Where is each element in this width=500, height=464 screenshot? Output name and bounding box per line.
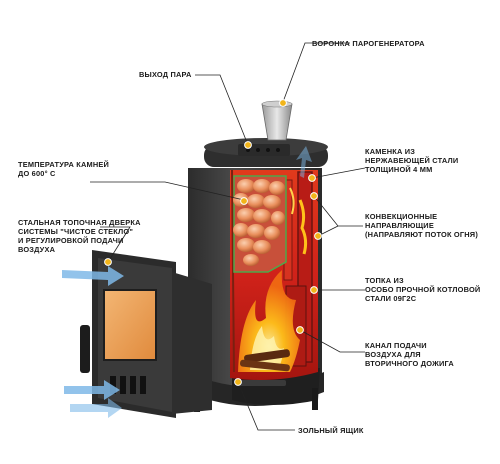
label-line: КАМЕНКА ИЗ: [365, 147, 416, 156]
label-line: ВЫХОД ПАРА: [139, 70, 192, 79]
marker-firebox: [310, 286, 318, 294]
label-line: ТОПКА ИЗ: [365, 276, 404, 285]
marker-convection-2: [314, 232, 322, 240]
marker-heater-box: [308, 174, 316, 182]
marker-stone-temp: [240, 197, 248, 205]
label-line: (НАПРАВЛЯЮТ ПОТОК ОГНЯ): [365, 230, 478, 239]
label-line: СТАЛИ 09Г2С: [365, 294, 417, 303]
label-line: НАПРАВЛЯЮЩИЕ: [365, 221, 434, 230]
label-line: ВОЗДУХА ДЛЯ: [365, 350, 421, 359]
label-line: ОСОБО ПРОЧНОЙ КОТЛОВОЙ: [365, 285, 481, 294]
label-line: ТОЛЩИНОЙ 4 ММ: [365, 165, 433, 174]
marker-steam-funnel: [279, 99, 287, 107]
label-line: ВОРОНКА ПАРОГЕНЕРАТОРА: [312, 39, 425, 48]
label-line: ВТОРИЧНОГО ДОЖИГА: [365, 359, 454, 368]
label-line: ТЕМПЕРАТУРА КАМНЕЙ: [18, 160, 110, 169]
label-line: КОНВЕКЦИОННЫЕ: [365, 212, 438, 221]
stones: [233, 179, 285, 266]
label-ash-box: ЗОЛЬНЫЙ ЯЩИК: [298, 426, 364, 435]
marker-steel-door: [104, 258, 112, 266]
label-line: ВОЗДУХА: [18, 245, 56, 254]
label-line: ДО 600° С: [18, 169, 56, 178]
label-steam-outlet: ВЫХОД ПАРА: [139, 70, 192, 79]
marker-ash-box: [234, 378, 242, 386]
steam-funnel: [261, 100, 293, 141]
label-line: ЗОЛЬНЫЙ ЯЩИК: [298, 426, 364, 435]
label-line: КАНАЛ ПОДАЧИ: [365, 341, 427, 350]
firebox-door: [80, 250, 212, 418]
label-line: СИСТЕМЫ "ЧИСТОЕ СТЕКЛО": [18, 227, 134, 236]
marker-dots: [104, 99, 322, 386]
air-arrows: [62, 146, 312, 418]
marker-steam-outlet: [244, 141, 252, 149]
marker-air-channel: [296, 326, 304, 334]
label-line: И РЕГУЛИРОВКОЙ ПОДАЧИ: [18, 236, 124, 245]
flames: [238, 187, 308, 372]
marker-convection-1: [310, 192, 318, 200]
label-line: НЕРЖАВЕЮЩЕЙ СТАЛИ: [365, 156, 459, 165]
label-line: СТАЛЬНАЯ ТОПОЧНАЯ ДВЕРКА: [18, 218, 141, 227]
label-steam-funnel: ВОРОНКА ПАРОГЕНЕРАТОРА: [312, 39, 425, 48]
